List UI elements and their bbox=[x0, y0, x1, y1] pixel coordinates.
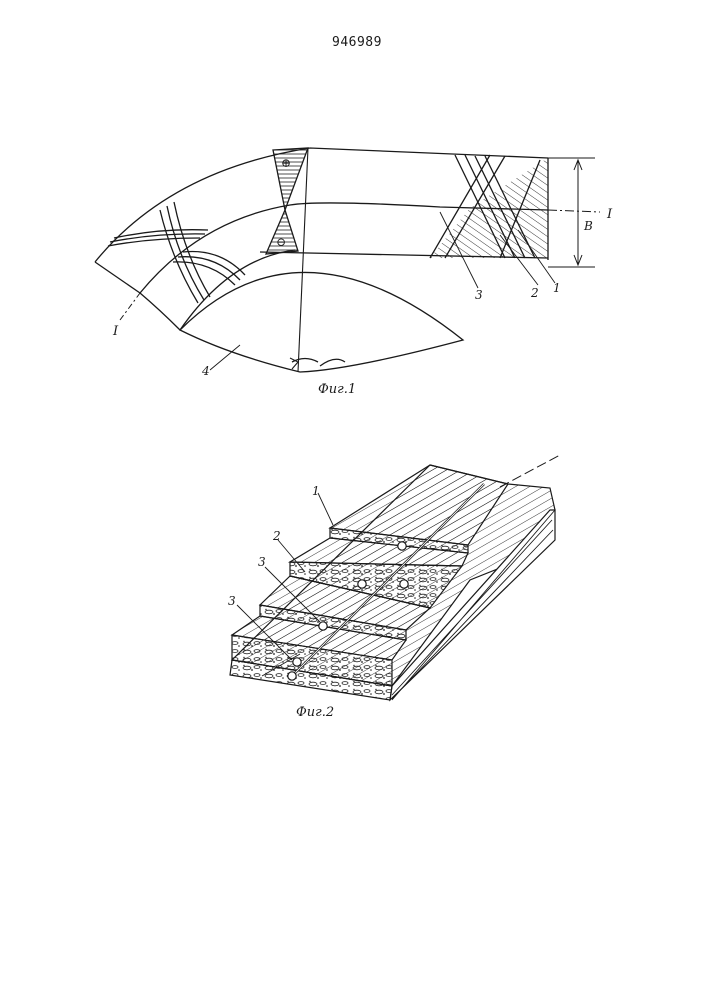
seam-node-3 bbox=[400, 580, 408, 588]
seam-node-2 bbox=[358, 580, 366, 588]
seam-node-4 bbox=[319, 622, 327, 630]
seam-extension bbox=[500, 455, 560, 487]
label-2: 2 bbox=[272, 529, 281, 543]
label-4: 4 bbox=[201, 364, 210, 378]
grinding-wheel bbox=[180, 272, 463, 372]
label-3-upper: 3 bbox=[258, 555, 266, 569]
section-line-right bbox=[548, 210, 600, 212]
figure-1-caption: Фиг.1 bbox=[318, 382, 356, 397]
seam-node-5 bbox=[293, 658, 301, 666]
section-line-left bbox=[120, 293, 140, 320]
belt-inner-edge bbox=[140, 293, 180, 330]
figure-1 bbox=[95, 148, 600, 372]
wheel-rotation-arrow bbox=[320, 359, 345, 366]
label-2: 2 bbox=[530, 286, 539, 300]
figure-2-caption: Фиг.2 bbox=[296, 705, 334, 720]
minus-sign: ⊖ bbox=[276, 235, 286, 249]
cross-strands-region bbox=[430, 158, 548, 258]
figure-2 bbox=[230, 455, 560, 700]
label-section-right: I bbox=[606, 207, 613, 222]
label-3: 3 bbox=[475, 288, 483, 302]
label-section-left: I bbox=[112, 324, 119, 339]
plus-sign: ⊕ bbox=[281, 156, 291, 170]
label-1: 1 bbox=[553, 281, 561, 295]
seam-node-1 bbox=[398, 542, 406, 550]
label-1: 1 bbox=[312, 484, 320, 498]
label-3-lower: 3 bbox=[228, 594, 236, 608]
seam-node-6 bbox=[288, 672, 296, 680]
label-width-b: B bbox=[583, 219, 593, 233]
